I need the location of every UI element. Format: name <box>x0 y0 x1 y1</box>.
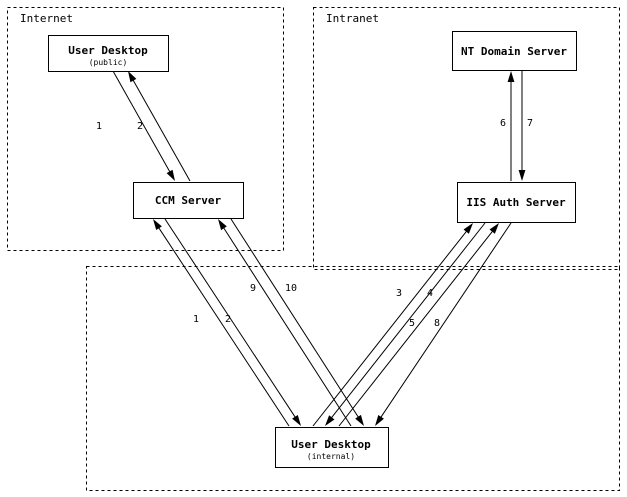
arrow-head-4 <box>325 415 335 426</box>
node-user-desktop-internal[interactable]: User Desktop(internal) <box>275 427 389 468</box>
zones-layer: Internet Intranet <box>7 7 620 491</box>
node-sublabel-user-desktop-internal: (internal) <box>307 452 355 461</box>
arrow-head-9 <box>218 219 227 231</box>
edge-label-edge-7: 7 <box>527 118 533 129</box>
zone-intranet: Intranet <box>313 7 620 270</box>
arrow-head-2 <box>292 414 301 426</box>
edge-10 <box>230 218 364 426</box>
edge-labels-layer: 1 2 6 7 1 2 9 10 3 4 5 8 <box>96 118 533 329</box>
zone-boundary-internal <box>86 266 620 491</box>
edge-line-5 <box>338 228 495 427</box>
edge-label-edge-8: 8 <box>434 318 440 329</box>
arrow-head-3 <box>463 223 473 234</box>
edge-label-edge-5: 5 <box>409 318 415 329</box>
node-label-ccm-server: CCM Server <box>155 194 222 207</box>
node-iis-auth-server[interactable]: IIS Auth Server <box>457 182 576 223</box>
arrow-head-5 <box>489 223 499 234</box>
edge-line-8 <box>379 222 512 420</box>
edges-layer <box>112 70 526 427</box>
edge-label-edge-1-public: 1 <box>96 121 102 132</box>
node-label-nt-domain-server: NT Domain Server <box>461 45 567 58</box>
edge-4 <box>325 222 486 426</box>
zone-label-internet: Internet <box>20 12 73 25</box>
node-ccm-server[interactable]: CCM Server <box>133 182 244 219</box>
edge-line-1 <box>112 70 172 175</box>
edge-7 <box>518 71 526 181</box>
zone-label-intranet: Intranet <box>326 12 379 25</box>
node-sublabel-user-desktop-public: (public) <box>89 58 128 67</box>
node-box-user-desktop-public[interactable] <box>48 35 169 72</box>
edge-label-edge-6: 6 <box>500 118 506 129</box>
node-user-desktop-public[interactable]: User Desktop(public) <box>48 35 169 72</box>
node-box-nt-domain-server[interactable] <box>452 31 577 71</box>
arrow-head-7 <box>518 170 526 181</box>
node-nt-domain-server[interactable]: NT Domain Server <box>452 31 577 71</box>
edge-label-edge-10: 10 <box>285 283 297 294</box>
zone-internet: Internet <box>7 7 284 251</box>
edge-label-edge-2-public: 2 <box>137 121 143 132</box>
edge-line-9 <box>221 225 352 427</box>
edge-9 <box>218 219 352 427</box>
edge-line-2 <box>131 77 191 182</box>
edge-label-edge-1-internal: 1 <box>193 314 199 325</box>
zone-internal <box>86 266 620 491</box>
node-label-iis-auth-server: IIS Auth Server <box>466 196 566 209</box>
edge-6 <box>507 71 515 181</box>
edge-label-edge-2-internal: 2 <box>225 314 231 325</box>
node-box-user-desktop-internal[interactable] <box>275 427 389 468</box>
edge-line-1 <box>156 225 290 427</box>
edge-label-edge-9: 9 <box>250 283 256 294</box>
edge-5 <box>338 223 499 427</box>
zone-boundary-internet <box>7 7 284 251</box>
arrow-head-10 <box>355 414 364 426</box>
edge-line-3 <box>312 228 469 427</box>
edge-line-10 <box>230 218 361 420</box>
edge-line-2 <box>164 218 298 420</box>
edge-2-public <box>128 71 191 182</box>
node-label-user-desktop-public: User Desktop <box>68 44 148 57</box>
arrow-head-1 <box>166 169 175 181</box>
edge-8 <box>375 222 512 426</box>
arrow-head-6 <box>507 71 515 82</box>
zone-boundary-intranet <box>313 7 620 270</box>
edge-label-edge-3: 3 <box>396 288 402 299</box>
edge-1-internal <box>153 219 290 427</box>
edge-3 <box>312 223 473 427</box>
node-label-user-desktop-internal: User Desktop <box>291 438 371 451</box>
node-box-ccm-server[interactable] <box>133 182 244 219</box>
edge-1-public <box>112 70 175 181</box>
edge-line-4 <box>329 222 486 421</box>
arrow-head-8 <box>375 414 384 426</box>
arrow-head-2 <box>128 71 137 83</box>
edge-label-edge-4: 4 <box>427 288 433 299</box>
node-box-iis-auth-server[interactable] <box>457 182 576 223</box>
edge-2-internal <box>164 218 301 426</box>
arrow-head-1 <box>153 219 162 231</box>
